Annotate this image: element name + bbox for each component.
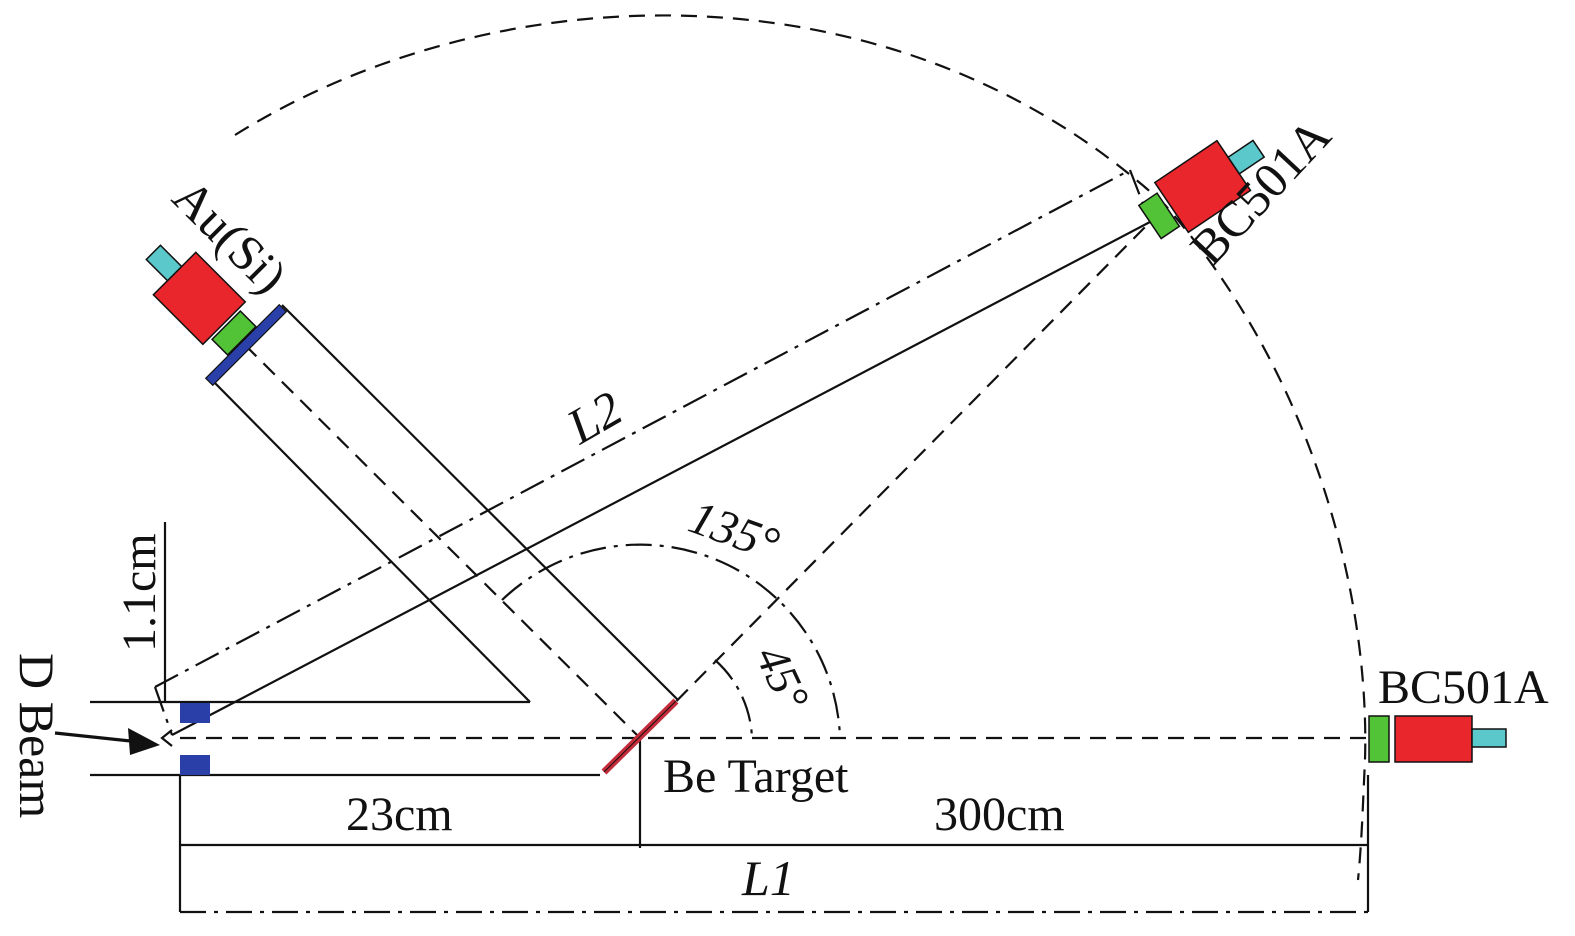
au-si-collimator-bar	[204, 303, 288, 387]
bc501a-upper-scintillator	[1137, 192, 1181, 240]
bc501a-right-detector	[1368, 715, 1507, 763]
au-arm-outer-line	[209, 377, 531, 703]
bc501a-upper-detector	[1137, 139, 1266, 240]
au-arm-axis-line	[244, 344, 641, 739]
l2-arm-end-cap-left	[153, 686, 174, 736]
bc501a-right-label: BC501A	[1378, 661, 1549, 714]
beam-arrow-head	[128, 728, 160, 755]
collimator-lower-block	[180, 755, 210, 775]
dist-300cm-label: 300cm	[934, 788, 1065, 841]
bc501a-right-scintillator	[1368, 715, 1390, 763]
l2-arm-upper-line	[154, 169, 1131, 688]
bc501a-right-pmt	[1394, 715, 1473, 763]
beam-entrance-bracket	[160, 729, 173, 747]
angle-arc-45	[714, 659, 754, 739]
width-1-1cm-label: 1.1cm	[113, 533, 166, 652]
collimator-upper-block	[180, 703, 210, 723]
d-beam-label: D Beam	[9, 653, 65, 818]
angle-45-label: 45°	[746, 638, 819, 718]
l2-arm-lower-line	[171, 221, 1151, 736]
angle-135-label: 135°	[682, 491, 786, 572]
be-target-outline	[603, 700, 677, 773]
au-arm-inner-line	[281, 304, 679, 701]
bc501a-right-connector	[1471, 728, 1507, 748]
be-target-label: Be Target	[663, 750, 849, 803]
bc501a-upper-connector	[1227, 139, 1266, 175]
l1-label: L1	[741, 850, 795, 906]
flight-path-45-line	[639, 221, 1151, 739]
angle-arc-135	[501, 543, 842, 739]
dist-23cm-label: 23cm	[346, 788, 453, 841]
au-si-detector	[145, 244, 288, 387]
au-si-connector	[145, 244, 183, 282]
au-si-scintillator	[210, 309, 257, 356]
l2-label: L2	[557, 380, 632, 455]
beam-arrow-shaft	[54, 731, 141, 744]
